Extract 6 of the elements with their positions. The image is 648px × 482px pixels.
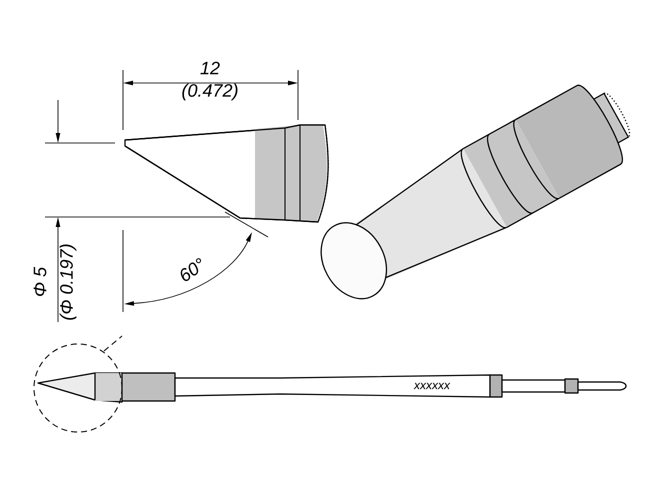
dimension-label: Φ 5 — [34, 266, 46, 296]
dimension-label: 12 — [200, 62, 220, 74]
dimension-label: (Φ 0.197) — [60, 244, 76, 320]
marking-text: xxxxxx — [414, 382, 450, 390]
dimension-label: (0.472) — [182, 84, 238, 100]
angle-label: 60° — [180, 258, 202, 282]
